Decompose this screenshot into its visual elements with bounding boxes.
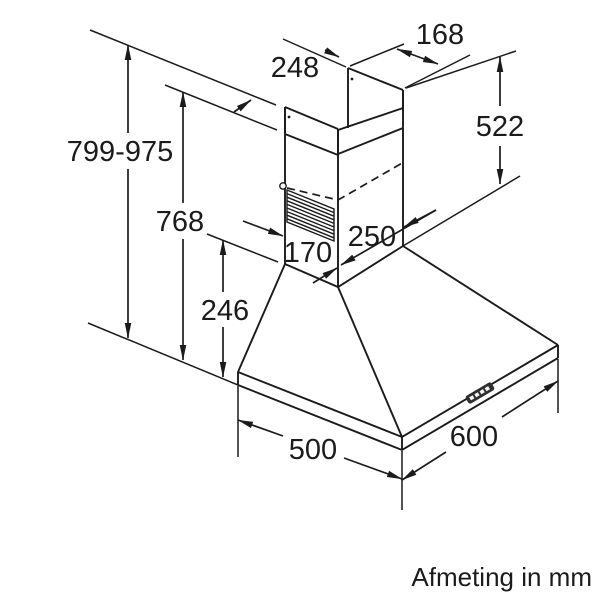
dim-label-170: 170	[284, 237, 332, 269]
control-button	[484, 386, 490, 392]
dim-label-168: 168	[416, 19, 464, 51]
vent-grille-icon	[286, 188, 335, 243]
dim-label-500: 500	[289, 434, 337, 466]
dim-label-248: 248	[271, 52, 319, 84]
dim-label-total-height: 799-975	[67, 136, 173, 168]
screw-hole-left	[287, 115, 291, 119]
dim-label-522: 522	[476, 111, 524, 143]
control-button	[474, 392, 480, 398]
units-caption: Afmeting in mm	[411, 562, 592, 592]
dim-label-250: 250	[348, 221, 396, 253]
screw-hole-right	[350, 77, 354, 81]
dim-label-600: 600	[450, 421, 498, 453]
control-button	[469, 395, 475, 401]
hood-body	[237, 245, 559, 452]
dim-label-246: 246	[201, 295, 249, 327]
dimension-lines	[124, 44, 559, 481]
dim-label-768: 768	[156, 206, 204, 238]
control-panel	[465, 382, 495, 404]
control-button	[479, 389, 485, 395]
telescopic-joint-dashed-line	[279, 161, 405, 201]
